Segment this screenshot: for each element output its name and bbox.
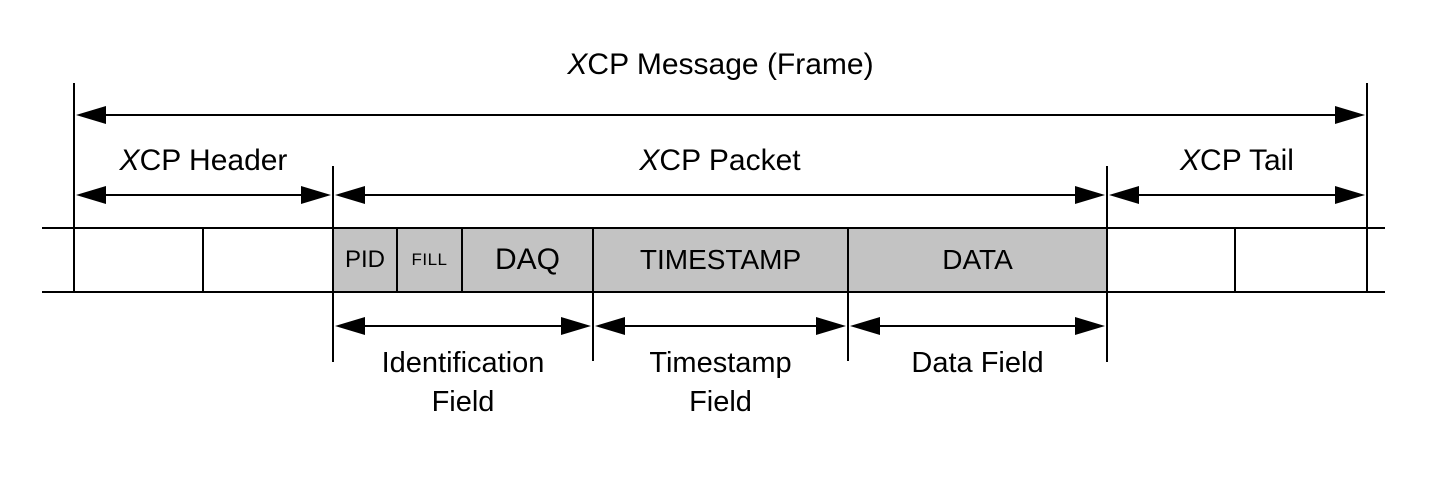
tick-identification-timestamp	[592, 293, 594, 361]
label-data-field: Data Field	[848, 344, 1107, 383]
band-divider	[1366, 227, 1368, 293]
band-divider	[1234, 227, 1236, 293]
arrow-head-right-icon	[1075, 317, 1105, 335]
packet-rest: CP Packet	[659, 144, 801, 177]
cell-fill: FILL	[411, 250, 448, 269]
tick-frame-end	[1366, 83, 1368, 293]
arrow-line	[339, 325, 587, 327]
arrow-line	[80, 194, 327, 196]
arrow-head-right-icon	[301, 186, 331, 204]
title-xcp-message-frame: XCP Message (Frame)	[74, 48, 1367, 82]
timestamp-line2: Field	[689, 386, 752, 418]
band-top-line	[42, 227, 1385, 229]
timestamp-field-arrow	[595, 317, 846, 335]
label-xcp-header: XCP Header	[74, 144, 333, 178]
cell-timestamp: TIMESTAMP	[639, 244, 802, 275]
tail-italic-x: X	[1180, 144, 1201, 177]
header-extent-arrow	[76, 186, 331, 204]
data-field-arrow	[850, 317, 1105, 335]
arrow-line	[854, 325, 1101, 327]
band-divider	[73, 227, 75, 293]
arrow-line	[599, 325, 842, 327]
packet-italic-x: X	[639, 144, 660, 177]
tail-rest: CP Tail	[1200, 144, 1294, 177]
band-divider	[1106, 227, 1108, 293]
packet-gray-fill	[334, 229, 1108, 291]
tick-timestamp-data	[847, 293, 849, 361]
arrow-line	[1113, 194, 1361, 196]
tail-extent-arrow	[1109, 186, 1365, 204]
title-italic-x: X	[567, 48, 588, 81]
arrow-head-right-icon	[1075, 186, 1105, 204]
header-rest: CP Header	[139, 144, 288, 177]
arrow-head-right-icon	[1335, 106, 1365, 124]
header-italic-x: X	[119, 144, 140, 177]
identification-field-arrow	[335, 317, 591, 335]
arrow-head-right-icon	[816, 317, 846, 335]
label-xcp-tail: XCP Tail	[1107, 144, 1367, 178]
band-divider	[396, 227, 398, 293]
band-divider	[332, 227, 334, 293]
message-extent-arrow	[76, 106, 1365, 124]
label-identification-field: Identification Field	[333, 344, 593, 422]
cell-daq: DAQ	[494, 243, 560, 276]
arrow-head-right-icon	[561, 317, 591, 335]
band-divider	[202, 227, 204, 293]
arrow-line	[339, 194, 1101, 196]
cell-pid: PID	[344, 246, 385, 273]
label-timestamp-field: Timestamp Field	[593, 344, 848, 422]
title-rest: CP Message (Frame)	[587, 48, 874, 81]
data-field-line1: Data Field	[911, 347, 1044, 379]
arrow-head-right-icon	[1335, 186, 1365, 204]
label-xcp-packet: XCP Packet	[333, 144, 1107, 178]
timestamp-line1: Timestamp	[649, 347, 792, 379]
band-divider	[847, 227, 849, 293]
tick-frame-start	[73, 83, 75, 293]
band-divider	[461, 227, 463, 293]
cell-data: DATA	[942, 244, 1013, 275]
identification-line1: Identification	[381, 347, 545, 379]
packet-extent-arrow	[335, 186, 1105, 204]
band-divider	[592, 227, 594, 293]
identification-line2: Field	[431, 386, 495, 418]
band-bottom-line	[42, 291, 1385, 293]
arrow-line	[80, 114, 1361, 116]
